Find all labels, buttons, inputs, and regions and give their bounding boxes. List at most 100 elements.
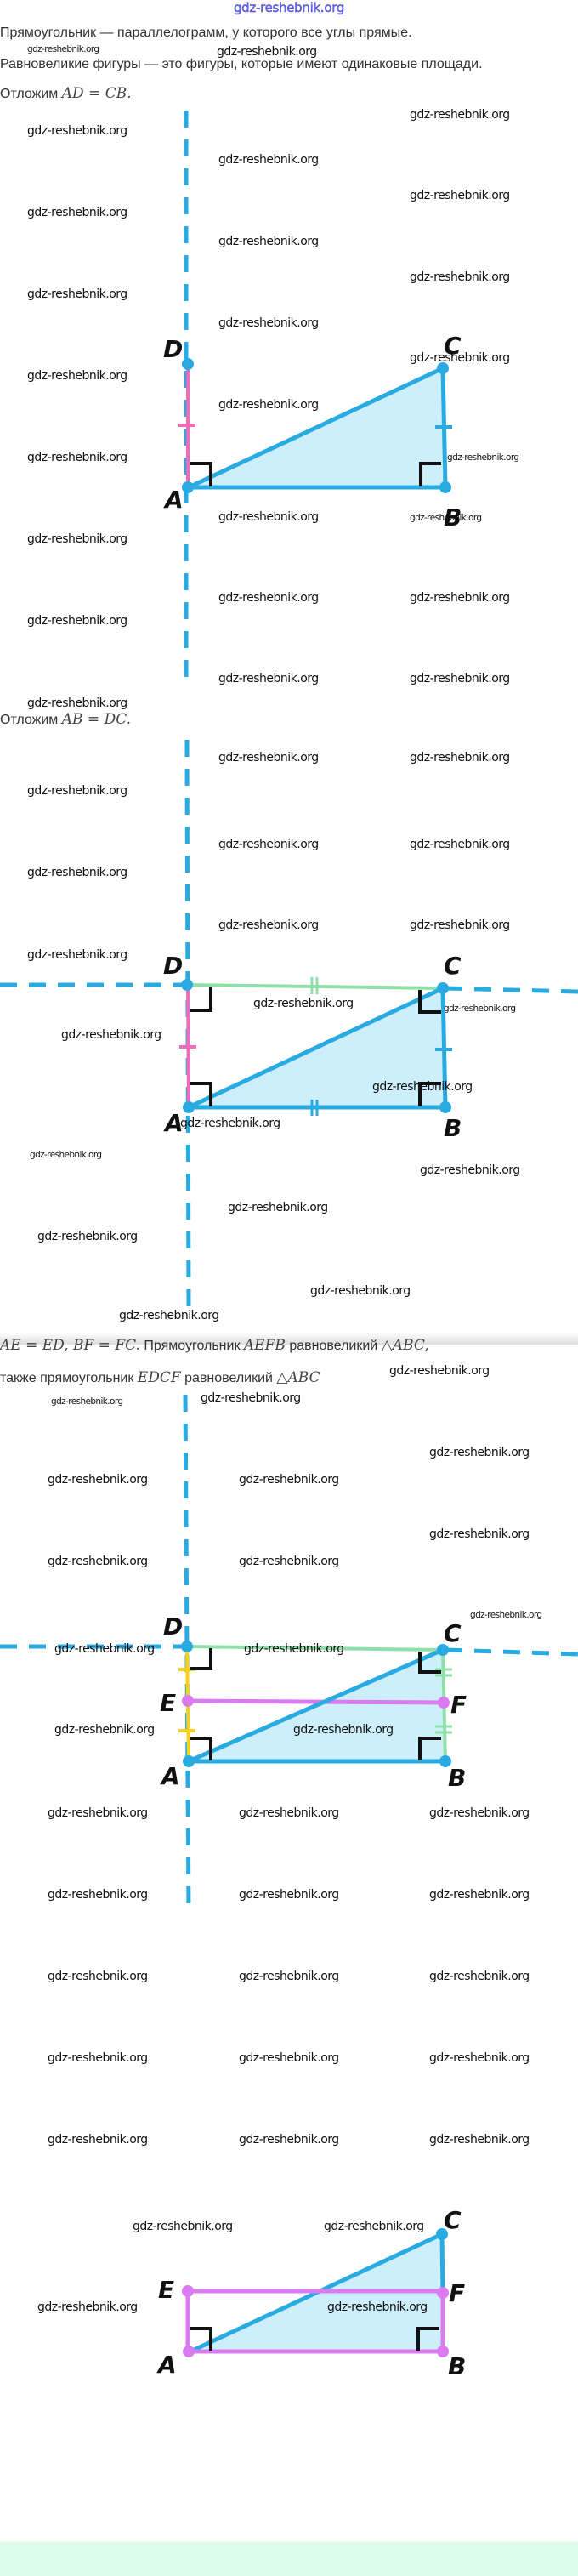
point-c: [437, 1644, 449, 1656]
watermark: gdz-reshebnik.org: [54, 1723, 155, 1737]
watermark: gdz-reshebnik.org: [218, 316, 319, 330]
step3-text3: также прямоугольник: [0, 1371, 134, 1385]
watermark: gdz-reshebnik.org: [27, 532, 128, 546]
watermark: gdz-reshebnik.org: [324, 2220, 424, 2233]
watermark: gdz-reshebnik.org: [410, 270, 510, 284]
definition-equal-area: Равновеликие фигуры — это фигуры, которы…: [0, 57, 483, 71]
label-c: C: [444, 952, 462, 980]
point-b: [439, 1755, 451, 1767]
point-c: [437, 982, 449, 994]
watermark: gdz-reshebnik.org: [239, 1970, 339, 1983]
watermark: gdz-reshebnik.org: [429, 1970, 530, 1983]
watermark: gdz-reshebnik.org: [420, 1163, 520, 1177]
label-d: D: [163, 952, 183, 980]
watermark: gdz-reshebnik.org: [27, 784, 128, 798]
step3-formula2: AEFB: [243, 1337, 286, 1354]
point-f: [437, 2287, 449, 2299]
point-d: [181, 979, 193, 991]
watermark: gdz-reshebnik.org: [30, 1150, 102, 1160]
segment-ac: [187, 366, 445, 490]
label-f: F: [450, 1691, 467, 1719]
step1-formula: AD = CB.: [61, 85, 132, 102]
watermark: gdz-reshebnik.org: [410, 513, 482, 523]
label-b: B: [444, 1114, 462, 1142]
watermark: gdz-reshebnik.org: [410, 189, 510, 202]
right-angle-b: [418, 1082, 441, 1106]
label-b: B: [448, 2352, 466, 2380]
watermark: gdz-reshebnik.org: [27, 948, 128, 962]
watermark: gdz-reshebnik.org: [429, 1446, 530, 1459]
watermark: gdz-reshebnik.org: [429, 1527, 530, 1541]
label-a: A: [156, 2351, 177, 2379]
step2-formula: AB = DC.: [61, 711, 132, 728]
label-b: B: [448, 1764, 466, 1792]
step3-line1: AE = ED, BF = FC. Прямоугольник AEFB рав…: [0, 1337, 429, 1354]
definition-rectangle: Прямоугольник — параллелограмм, у которо…: [0, 26, 412, 40]
point-d: [181, 1641, 193, 1652]
watermark: gdz-reshebnik.org: [218, 153, 319, 167]
watermark: gdz-reshebnik.org: [239, 1888, 339, 1902]
watermark: gdz-reshebnik.org: [37, 2300, 138, 2314]
watermark: gdz-reshebnik.org: [48, 1888, 148, 1902]
label-c: C: [444, 332, 462, 360]
point-b: [439, 481, 451, 493]
watermark: gdz-reshebnik.org: [218, 398, 319, 412]
site-logo[interactable]: gdz-reshebnik.org: [233, 0, 345, 15]
point-f: [438, 1697, 450, 1709]
label-e: E: [160, 1689, 176, 1717]
dashed-horizontal-line-right: [445, 986, 578, 994]
watermark: gdz-reshebnik.org: [239, 1806, 339, 1820]
point-a: [183, 2346, 195, 2357]
watermark: gdz-reshebnik.org: [410, 108, 510, 122]
watermark: gdz-reshebnik.org: [310, 1284, 411, 1298]
diagram-1: D A B C: [163, 111, 462, 680]
point-e: [182, 1695, 194, 1707]
diagram-2: D A B C: [0, 739, 578, 1311]
watermark: gdz-reshebnik.org: [48, 1473, 148, 1487]
label-c: C: [444, 2206, 462, 2234]
watermark: gdz-reshebnik.org: [218, 235, 319, 248]
label-d: D: [163, 1612, 183, 1641]
watermark: gdz-reshebnik.org: [27, 697, 128, 710]
segment-ac: [187, 1647, 445, 1764]
right-angle-b: [416, 2327, 439, 2351]
watermark: gdz-reshebnik.org: [447, 452, 519, 463]
label-a: A: [163, 486, 184, 514]
step1-text: Отложим AD = CB.: [0, 85, 132, 102]
label-f: F: [449, 2279, 465, 2307]
watermark: gdz-reshebnik.org: [54, 1642, 155, 1656]
step3-formula4: EDCF: [137, 1369, 181, 1386]
right-angle-d: [190, 987, 212, 1012]
diagram-4: C E F A B: [156, 2206, 466, 2380]
watermark: gdz-reshebnik.org: [410, 351, 510, 365]
watermark: gdz-reshebnik.org: [429, 1888, 530, 1902]
watermark: gdz-reshebnik.org: [27, 44, 99, 54]
watermark: gdz-reshebnik.org: [429, 1806, 530, 1820]
point-b: [439, 1101, 451, 1113]
step1-prefix: Отложим: [0, 87, 59, 101]
point-a: [182, 481, 194, 493]
watermark: gdz-reshebnik.org: [48, 1806, 148, 1820]
watermark: gdz-reshebnik.org: [61, 1028, 162, 1042]
segment-dc: [186, 1645, 444, 1652]
right-angle-a: [190, 1737, 212, 1760]
dashed-horizontal-line-right: [445, 1647, 578, 1657]
segment-ef: [187, 1698, 445, 1705]
segment-cf: [439, 2233, 445, 2295]
watermark: gdz-reshebnik.org: [27, 206, 128, 219]
watermark: gdz-reshebnik.org: [239, 1555, 339, 1568]
watermark: gdz-reshebnik.org: [27, 369, 128, 383]
watermark: gdz-reshebnik.org: [27, 866, 128, 879]
section-divider: [0, 1333, 578, 1345]
step3-text2: равновеликий: [289, 1339, 378, 1353]
watermark: gdz-reshebnik.org: [48, 1555, 148, 1568]
watermark: gdz-reshebnik.org: [410, 751, 510, 765]
diagram-3: D E F A B C: [0, 1395, 578, 1914]
watermark: gdz-reshebnik.org: [239, 1473, 339, 1487]
watermark: gdz-reshebnik.org: [27, 124, 128, 138]
watermark: gdz-reshebnik.org: [410, 838, 510, 851]
watermark: gdz-reshebnik.org: [180, 1117, 280, 1130]
watermark: gdz-reshebnik.org: [27, 287, 128, 301]
watermark: gdz-reshebnik.org: [51, 1396, 123, 1407]
watermark: gdz-reshebnik.org: [133, 2220, 233, 2233]
